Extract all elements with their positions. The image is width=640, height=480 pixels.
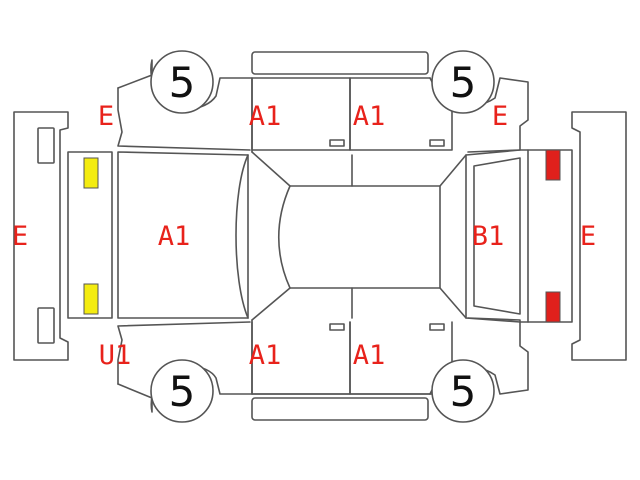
left-side-doors[interactable] [251,51,453,151]
grade-front-right-fender: U1 [99,340,132,371]
rear-right-indicator [545,291,561,323]
tire-front-left[interactable]: 5 [150,50,214,114]
tire-front-right[interactable]: 5 [150,359,214,423]
roof-cabin[interactable] [235,151,467,321]
grade-tailgate: B1 [472,221,505,252]
grade-front-left-door: A1 [249,101,282,132]
grade-rear-left-door: A1 [353,101,386,132]
grade-front-left-fender: E [98,101,114,132]
tire-rear-left[interactable]: 5 [431,50,495,114]
tire-rear-right[interactable]: 5 [431,359,495,423]
grade-hood: A1 [158,221,191,252]
tire-rear-right-grade: 5 [450,367,477,416]
rear-left-indicator [545,149,561,181]
rear-bumper[interactable] [571,111,627,361]
front-bumper[interactable] [13,111,69,361]
grade-rear-left-quarter: E [492,101,508,132]
grade-rear-right-door: A1 [353,340,386,371]
right-side-doors[interactable] [251,321,453,421]
grade-front-right-door: A1 [249,340,282,371]
grade-rear-bumper: E [580,221,596,252]
front-left-indicator [83,157,99,189]
tire-rear-left-grade: 5 [450,58,477,107]
grade-front-bumper: E [12,221,28,252]
tire-front-right-grade: 5 [169,367,196,416]
front-right-indicator [83,283,99,315]
tire-front-left-grade: 5 [169,58,196,107]
